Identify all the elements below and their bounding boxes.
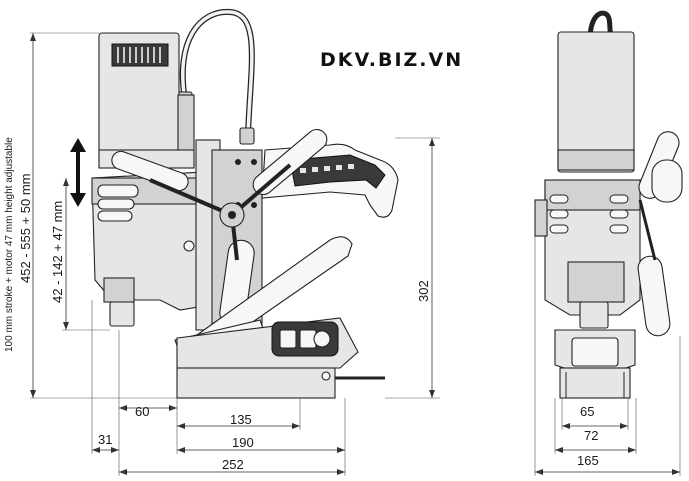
label-65: 65 [580,404,594,419]
label-feed: 42 - 142 + 47 mm [50,201,65,303]
label-302: 302 [416,280,431,302]
label-60: 60 [135,404,149,419]
label-252: 252 [222,457,244,472]
watermark-text: DKV.BIZ.VN [320,49,463,71]
label-190: 190 [232,435,254,450]
label-adjust-note: 100 mm stroke + motor 47 mm height adjus… [4,137,15,352]
front-view-drill [534,10,683,399]
label-72: 72 [584,428,598,443]
dimension-lines [30,32,681,476]
side-view-drill [91,8,399,399]
label-31: 31 [98,432,112,447]
label-height-range: 452 - 555 + 50 mm [18,174,33,283]
label-165: 165 [577,453,599,468]
label-135: 135 [230,412,252,427]
